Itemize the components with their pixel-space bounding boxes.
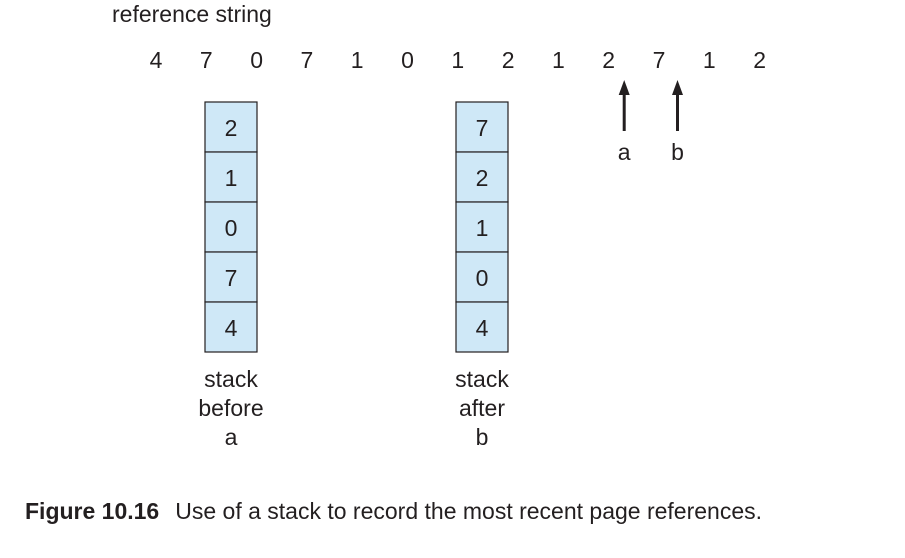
- stack-cell: [204, 301, 258, 353]
- reference-item: 7: [200, 47, 213, 73]
- marker-label: b: [671, 139, 684, 165]
- stack-cell-value: 0: [476, 265, 489, 291]
- reference-item: 1: [451, 47, 464, 73]
- stack-label-line: a: [225, 424, 238, 450]
- stack-cell: [204, 251, 258, 303]
- reference-item: 1: [351, 47, 364, 73]
- reference-item: 2: [753, 47, 766, 73]
- stack-label-line: before: [198, 395, 263, 421]
- stack-cell-value: 4: [225, 315, 238, 341]
- stack-cell-value: 1: [476, 215, 489, 241]
- stack-cell: [455, 101, 509, 153]
- stack-cell-value: 7: [225, 265, 238, 291]
- stack-label-line: b: [476, 424, 489, 450]
- figure-caption: Figure 10.16 Use of a stack to record the…: [25, 498, 762, 525]
- stack-cell: [204, 101, 258, 153]
- reference-item: 0: [401, 47, 414, 73]
- marker-label: a: [618, 139, 631, 165]
- stack-cell-value: 2: [225, 115, 238, 141]
- stack-cell-value: 4: [476, 315, 489, 341]
- reference-item: 4: [150, 47, 163, 73]
- marker-b: b: [671, 80, 684, 165]
- reference-item: 2: [502, 47, 515, 73]
- stack-cell: [455, 151, 509, 203]
- reference-string-title: reference string: [112, 1, 272, 27]
- figure-caption-text: Use of a stack to record the most recent…: [175, 498, 763, 524]
- stack-cell-value: 2: [476, 165, 489, 191]
- stack-cell-value: 0: [225, 215, 238, 241]
- up-arrow-icon: [618, 80, 630, 95]
- stack-label-line: stack: [204, 366, 258, 392]
- reference-item: 7: [653, 47, 666, 73]
- reference-item: 7: [301, 47, 314, 73]
- reference-item: 1: [703, 47, 716, 73]
- up-arrow-icon: [672, 80, 683, 95]
- stack-cell: [204, 151, 258, 203]
- stack-cell-value: 1: [225, 165, 238, 191]
- figure-number: Figure 10.16: [25, 498, 160, 524]
- stack-cell: [455, 301, 509, 353]
- stack-cell-value: 7: [476, 115, 489, 141]
- stack-label-line: stack: [455, 366, 509, 392]
- stack-label-line: after: [459, 395, 505, 421]
- reference-item: 1: [552, 47, 565, 73]
- reference-item: 2: [602, 47, 615, 73]
- marker-a: a: [618, 80, 631, 165]
- stack-cell: [204, 201, 258, 253]
- reference-item: 0: [250, 47, 263, 73]
- stack-after-b: 7 2 1 0 4 stack after b: [455, 101, 509, 450]
